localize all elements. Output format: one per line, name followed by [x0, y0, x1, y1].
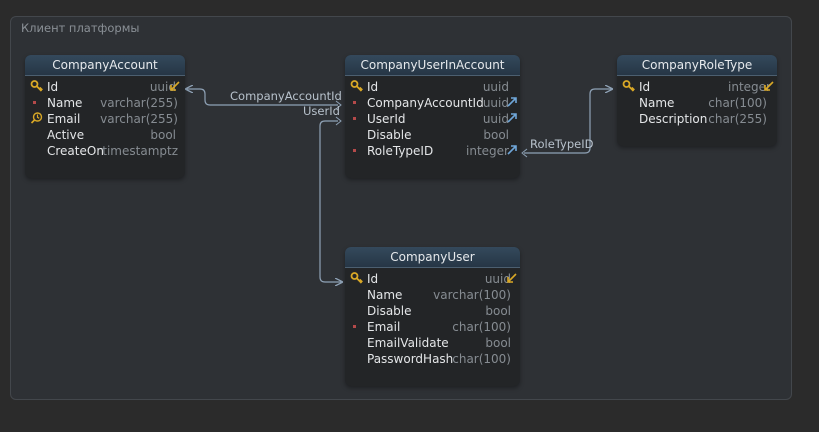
- field-name: Email: [367, 320, 401, 334]
- key-icon: [30, 79, 44, 95]
- field-name: Disable: [367, 128, 412, 142]
- field-row[interactable]: Id uuid: [345, 271, 520, 287]
- not-null-marker: [350, 143, 364, 159]
- field-type: char(255): [708, 112, 767, 126]
- field-row[interactable]: Name varchar(255): [25, 95, 185, 111]
- relation-company-account: [186, 89, 338, 106]
- foreign-key-icon: [506, 112, 518, 124]
- field-type: uuid: [484, 272, 511, 286]
- key-icon: [350, 79, 364, 95]
- field-name: CreateOn: [47, 144, 104, 158]
- field-type: varchar(255): [100, 112, 178, 126]
- not-null-marker: [350, 319, 364, 335]
- field-type: char(100): [452, 352, 511, 366]
- key-icon: [350, 271, 364, 287]
- field-row[interactable]: Description char(255): [617, 111, 777, 127]
- field-name: Disable: [367, 304, 412, 318]
- field-type: timestamptz: [102, 144, 178, 158]
- field-name: RoleTypeID: [367, 144, 434, 158]
- relation-label-company-account-id: CompanyAccountId: [230, 89, 342, 103]
- field-name: Description: [639, 112, 708, 126]
- table-header[interactable]: CompanyAccount: [25, 55, 185, 76]
- field-name: Id: [639, 80, 651, 94]
- field-name: Name: [639, 96, 675, 110]
- field-row[interactable]: UserId uuid: [345, 111, 520, 127]
- field-name: Id: [367, 272, 379, 286]
- field-type: bool: [483, 128, 509, 142]
- key-icon: [622, 79, 636, 95]
- table-company-user-in-account[interactable]: CompanyUserInAccount Id uuid CompanyAcco…: [345, 55, 520, 178]
- field-type: varchar(255): [100, 96, 178, 110]
- table-company-role-type[interactable]: CompanyRoleType Id integer Name char(100…: [617, 55, 777, 146]
- relation-label-user-id: UserId: [303, 104, 340, 118]
- table-header[interactable]: CompanyRoleType: [617, 55, 777, 76]
- field-row[interactable]: PasswordHash char(100): [345, 351, 520, 367]
- table-header[interactable]: CompanyUser: [345, 247, 520, 268]
- foreign-key-icon: [506, 144, 518, 156]
- field-name: Name: [47, 96, 83, 110]
- field-row[interactable]: Email varchar(255): [25, 111, 185, 127]
- field-row[interactable]: Id uuid: [25, 79, 185, 95]
- relation-company-user: [319, 120, 342, 282]
- field-type: bool: [485, 304, 511, 318]
- field-type: bool: [150, 128, 176, 142]
- unique-index-icon: [30, 111, 44, 127]
- field-type: char(100): [708, 96, 767, 110]
- not-null-marker: [350, 95, 364, 111]
- field-type: uuid: [482, 96, 509, 110]
- table-company-account[interactable]: CompanyAccount Id uuid Name varchar(255)…: [25, 55, 185, 178]
- field-name: Email: [47, 112, 81, 126]
- field-type: varchar(100): [433, 288, 511, 302]
- field-name: Id: [47, 80, 59, 94]
- field-row[interactable]: Active bool: [25, 127, 185, 143]
- field-row[interactable]: Disable bool: [345, 127, 520, 143]
- field-name: UserId: [367, 112, 406, 126]
- field-type: uuid: [149, 80, 176, 94]
- field-row[interactable]: RoleTypeID integer: [345, 143, 520, 159]
- primary-key-arrow-icon: [169, 80, 181, 92]
- field-row[interactable]: Name varchar(100): [345, 287, 520, 303]
- foreign-key-icon: [506, 96, 518, 108]
- field-row[interactable]: Email char(100): [345, 319, 520, 335]
- relation-label-role-type-id: RoleTypeID: [530, 137, 594, 151]
- field-type: bool: [485, 336, 511, 350]
- field-row[interactable]: Disable bool: [345, 303, 520, 319]
- group-title: Клиент платформы: [21, 21, 140, 35]
- field-row[interactable]: Name char(100): [617, 95, 777, 111]
- field-row[interactable]: Id uuid: [345, 79, 520, 95]
- field-row[interactable]: Id integer: [617, 79, 777, 95]
- field-type: integer: [466, 144, 509, 158]
- not-null-marker: [30, 95, 44, 111]
- table-header[interactable]: CompanyUserInAccount: [345, 55, 520, 76]
- primary-key-arrow-icon: [763, 80, 775, 92]
- primary-key-arrow-icon: [506, 272, 518, 284]
- field-row[interactable]: CreateOn timestamptz: [25, 143, 185, 159]
- field-name: Name: [367, 288, 403, 302]
- field-name: Active: [47, 128, 85, 142]
- field-type: uuid: [482, 80, 509, 94]
- table-company-user[interactable]: CompanyUser Id uuid Name varchar(100) Di…: [345, 247, 520, 386]
- field-row[interactable]: CompanyAccountId uuid: [345, 95, 520, 111]
- field-type: integer: [728, 80, 771, 94]
- field-type: uuid: [482, 112, 509, 126]
- field-type: char(100): [452, 320, 511, 334]
- relation-role-type: [524, 89, 612, 154]
- field-row[interactable]: EmailValidate bool: [345, 335, 520, 351]
- not-null-marker: [350, 111, 364, 127]
- field-name: CompanyAccountId: [367, 96, 484, 110]
- field-name: PasswordHash: [367, 352, 454, 366]
- field-name: Id: [367, 80, 379, 94]
- field-name: EmailValidate: [367, 336, 449, 350]
